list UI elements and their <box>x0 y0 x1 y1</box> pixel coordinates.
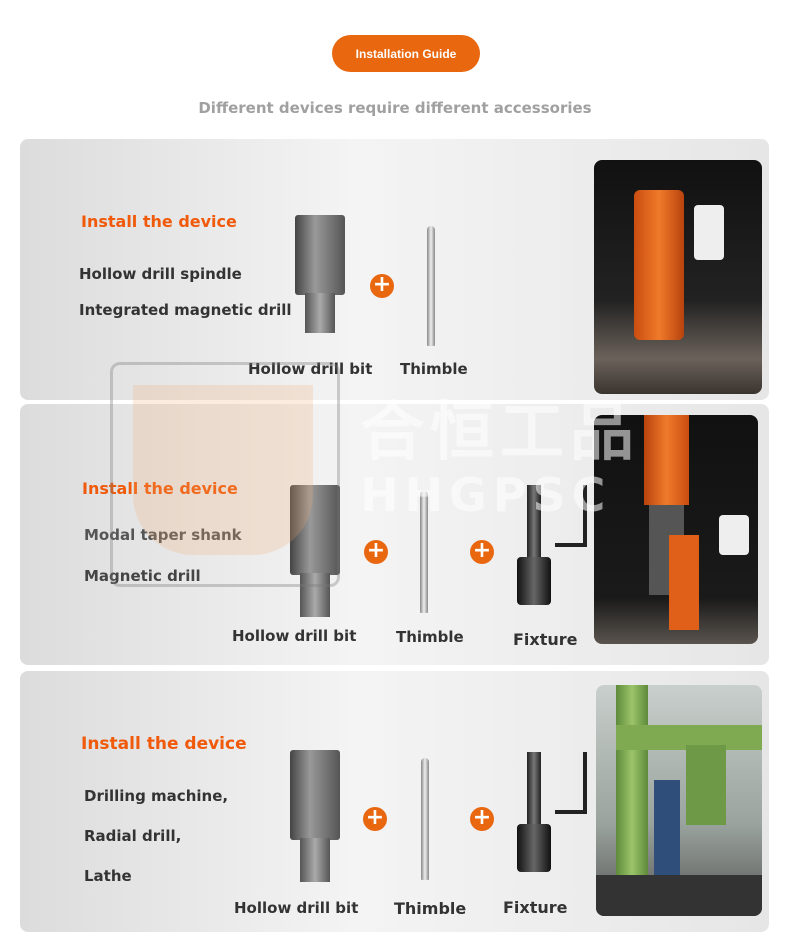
device-line: Radial drill, <box>84 827 182 845</box>
hollow-drill-bit-image <box>295 215 345 335</box>
plus-icon: + <box>363 807 387 831</box>
plus-icon: + <box>364 540 388 564</box>
fixture-image <box>515 752 587 887</box>
item-label: Hollow drill bit <box>248 360 373 378</box>
item-label: Fixture <box>513 630 578 649</box>
radial-drill-photo <box>596 685 762 916</box>
device-line: Drilling machine, <box>84 787 229 805</box>
panel-title: Install the device <box>82 479 238 498</box>
item-label: Hollow drill bit <box>232 627 357 645</box>
subtitle: Different devices require different acce… <box>198 99 592 117</box>
item-label: Thimble <box>394 899 467 918</box>
device-line: Integrated magnetic drill <box>79 301 292 319</box>
panel-title: Install the device <box>81 734 247 754</box>
hollow-drill-bit-image <box>290 750 340 885</box>
plus-icon: + <box>470 807 494 831</box>
plus-icon: + <box>370 274 394 298</box>
device-line: Lathe <box>84 867 132 885</box>
magnetic-drill-photo <box>594 160 762 394</box>
thimble-image <box>427 226 435 346</box>
panel-title: Install the device <box>81 212 237 231</box>
item-label: Fixture <box>503 898 568 917</box>
item-label: Hollow drill bit <box>234 899 359 917</box>
device-line: Magnetic drill <box>84 567 201 585</box>
plus-icon: + <box>470 540 494 564</box>
item-label: Thimble <box>400 360 468 378</box>
hollow-drill-bit-image <box>290 485 340 620</box>
device-line: Hollow drill spindle <box>79 265 242 283</box>
magnetic-drill-photo <box>594 415 758 644</box>
thimble-image <box>421 758 429 880</box>
device-line: Modal taper shank <box>84 526 242 544</box>
item-label: Thimble <box>396 628 464 646</box>
fixture-image <box>515 485 587 620</box>
installation-guide-button[interactable]: Installation Guide <box>332 35 480 72</box>
thimble-image <box>420 491 428 613</box>
